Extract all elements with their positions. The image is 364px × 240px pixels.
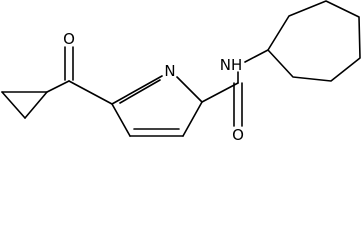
- amide-nitrogen-label: NH: [220, 56, 243, 74]
- ketone-oxygen-label: O: [63, 30, 75, 48]
- cycloheptyl-ring: [267, 0, 361, 82]
- ketone-double-bond: [64, 46, 74, 81]
- label-masks: [63, 31, 245, 143]
- amide-oxygen-label: O: [232, 126, 244, 143]
- molecule-structure: O N NH O: [1, 0, 361, 143]
- cyclopropyl-carbonyl-bond: [46, 80, 70, 93]
- ring-bond-c-n-inner: [119, 79, 161, 104]
- ring-amide-bond: [201, 82, 239, 103]
- ring-bond-c2-c3: [182, 101, 203, 137]
- cyclopropyl-bond-2: [24, 91, 48, 119]
- ring-nitrogen-label: N: [164, 62, 175, 80]
- cyclopropyl-bond-3: [1, 91, 26, 119]
- pyrrole-ring: [111, 75, 203, 137]
- amide-n-cycloheptyl-bond: [244, 49, 269, 63]
- carbonyl-ring-bond: [68, 80, 113, 105]
- ring-bond-n-c2: [176, 76, 203, 103]
- ring-bond-c4-c5: [111, 103, 131, 137]
- ring-bond-c-n: [111, 75, 163, 105]
- cyclopropyl-ring: [1, 91, 48, 119]
- amide-double-bond: [233, 82, 243, 127]
